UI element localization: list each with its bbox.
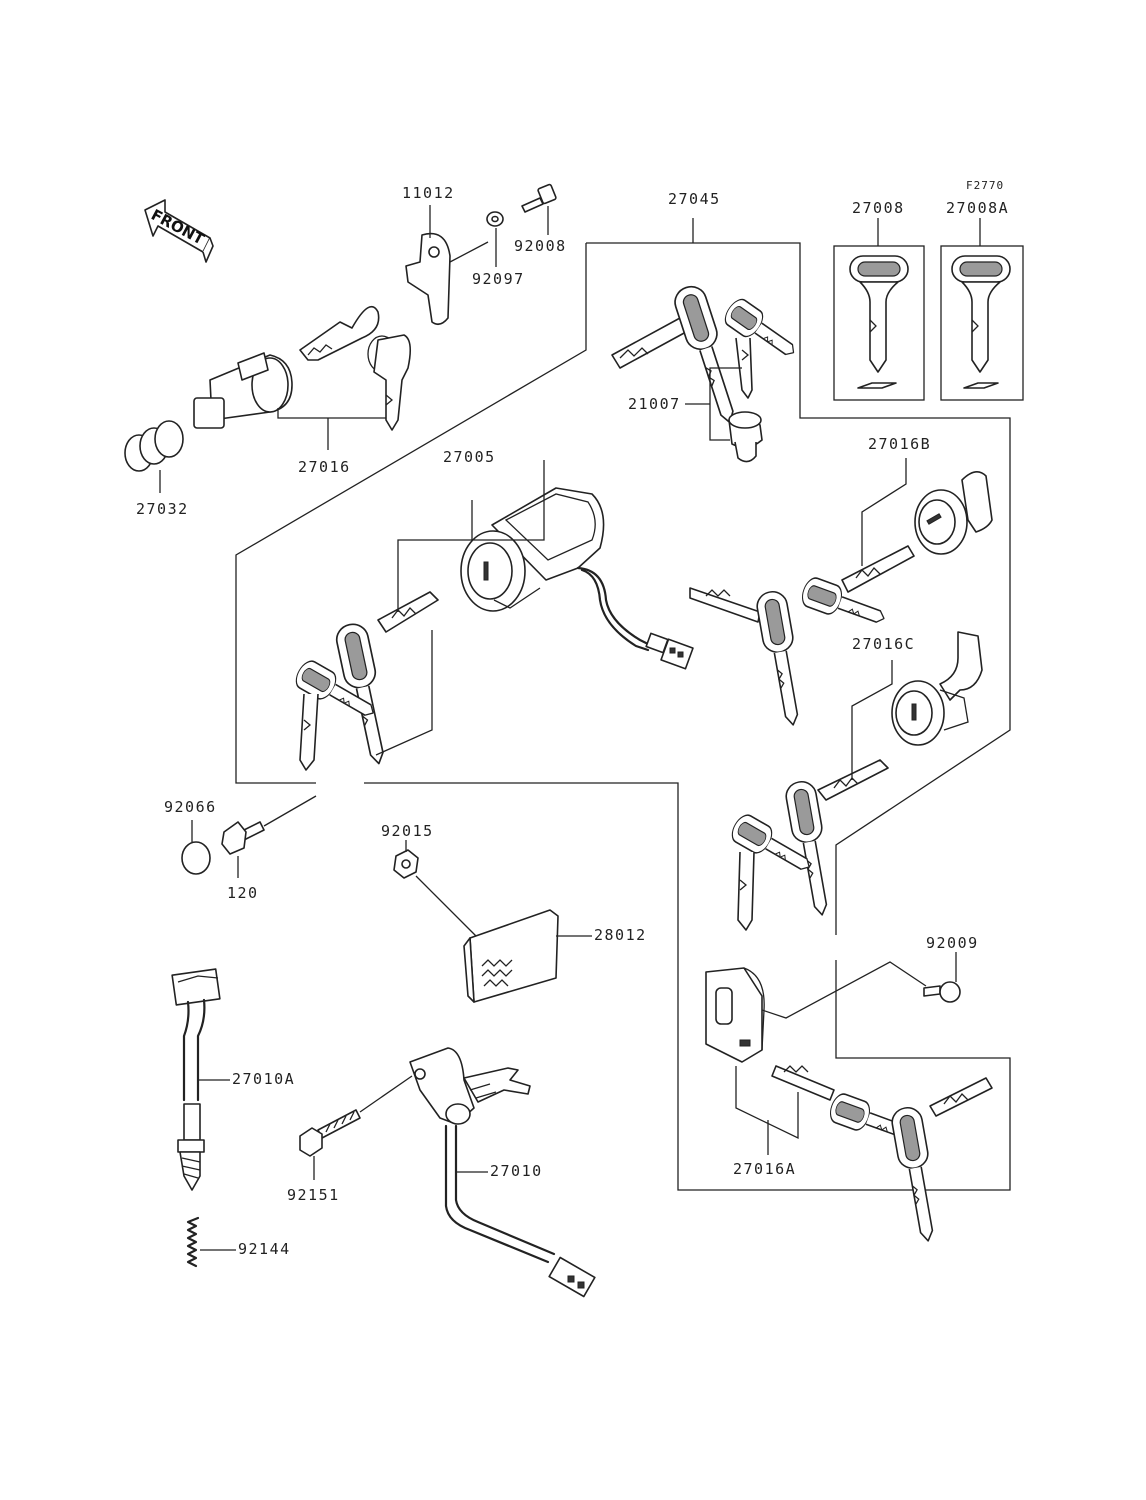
label-27010A: 27010A xyxy=(232,1070,295,1088)
part-27016-lock-cylinder xyxy=(193,305,412,450)
part-27010A-sensor xyxy=(171,968,230,1191)
part-11012-cover xyxy=(405,205,489,326)
label-27032: 27032 xyxy=(136,500,189,518)
label-28012: 28012 xyxy=(594,926,647,944)
part-27008-key xyxy=(833,218,925,401)
part-120-bolt xyxy=(221,795,317,878)
part-27016B-seat-lock xyxy=(689,458,993,729)
label-27008A: 27008A xyxy=(946,199,1009,217)
front-arrow-icon: FRONT xyxy=(144,199,214,263)
label-27016B: 27016B xyxy=(868,435,931,453)
part-21007-cap xyxy=(728,411,763,463)
label-92097: 92097 xyxy=(472,270,525,288)
part-27045-keys xyxy=(611,281,803,441)
part-92008-bolt xyxy=(521,183,557,235)
part-92151-bolt xyxy=(299,1075,413,1180)
part-27005-ignition-switch xyxy=(291,460,694,771)
set-27045-outline xyxy=(235,218,1011,1191)
part-92097-washer xyxy=(486,211,504,267)
label-92015: 92015 xyxy=(381,822,434,840)
label-11012: 11012 xyxy=(402,184,455,202)
label-27016C: 27016C xyxy=(852,635,915,653)
label-27005: 27005 xyxy=(443,448,496,466)
part-92009-screw xyxy=(755,952,961,1019)
label-92008: 92008 xyxy=(514,237,567,255)
part-27008A-key xyxy=(940,218,1024,401)
label-120: 120 xyxy=(227,884,259,902)
label-27010: 27010 xyxy=(490,1162,543,1180)
part-27016C-lock xyxy=(727,631,983,931)
label-27016A: 27016A xyxy=(733,1160,796,1178)
part-92144-spring xyxy=(186,1216,236,1268)
label-27016: 27016 xyxy=(298,458,351,476)
figure-code: F2770 xyxy=(966,179,1004,192)
label-92144: 92144 xyxy=(238,1240,291,1258)
part-28012-reflector xyxy=(463,909,592,1003)
label-92066: 92066 xyxy=(164,798,217,816)
part-92066-cap xyxy=(181,820,211,875)
label-21007: 21007 xyxy=(628,395,681,413)
part-27016A-box-lock xyxy=(705,967,993,1245)
label-92151: 92151 xyxy=(287,1186,340,1204)
label-92009: 92009 xyxy=(926,934,979,952)
part-27010-switch xyxy=(409,1047,596,1298)
label-27045: 27045 xyxy=(668,190,721,208)
part-27032-spring xyxy=(124,420,184,493)
label-27008: 27008 xyxy=(852,199,905,217)
part-92015-nut xyxy=(393,840,477,937)
